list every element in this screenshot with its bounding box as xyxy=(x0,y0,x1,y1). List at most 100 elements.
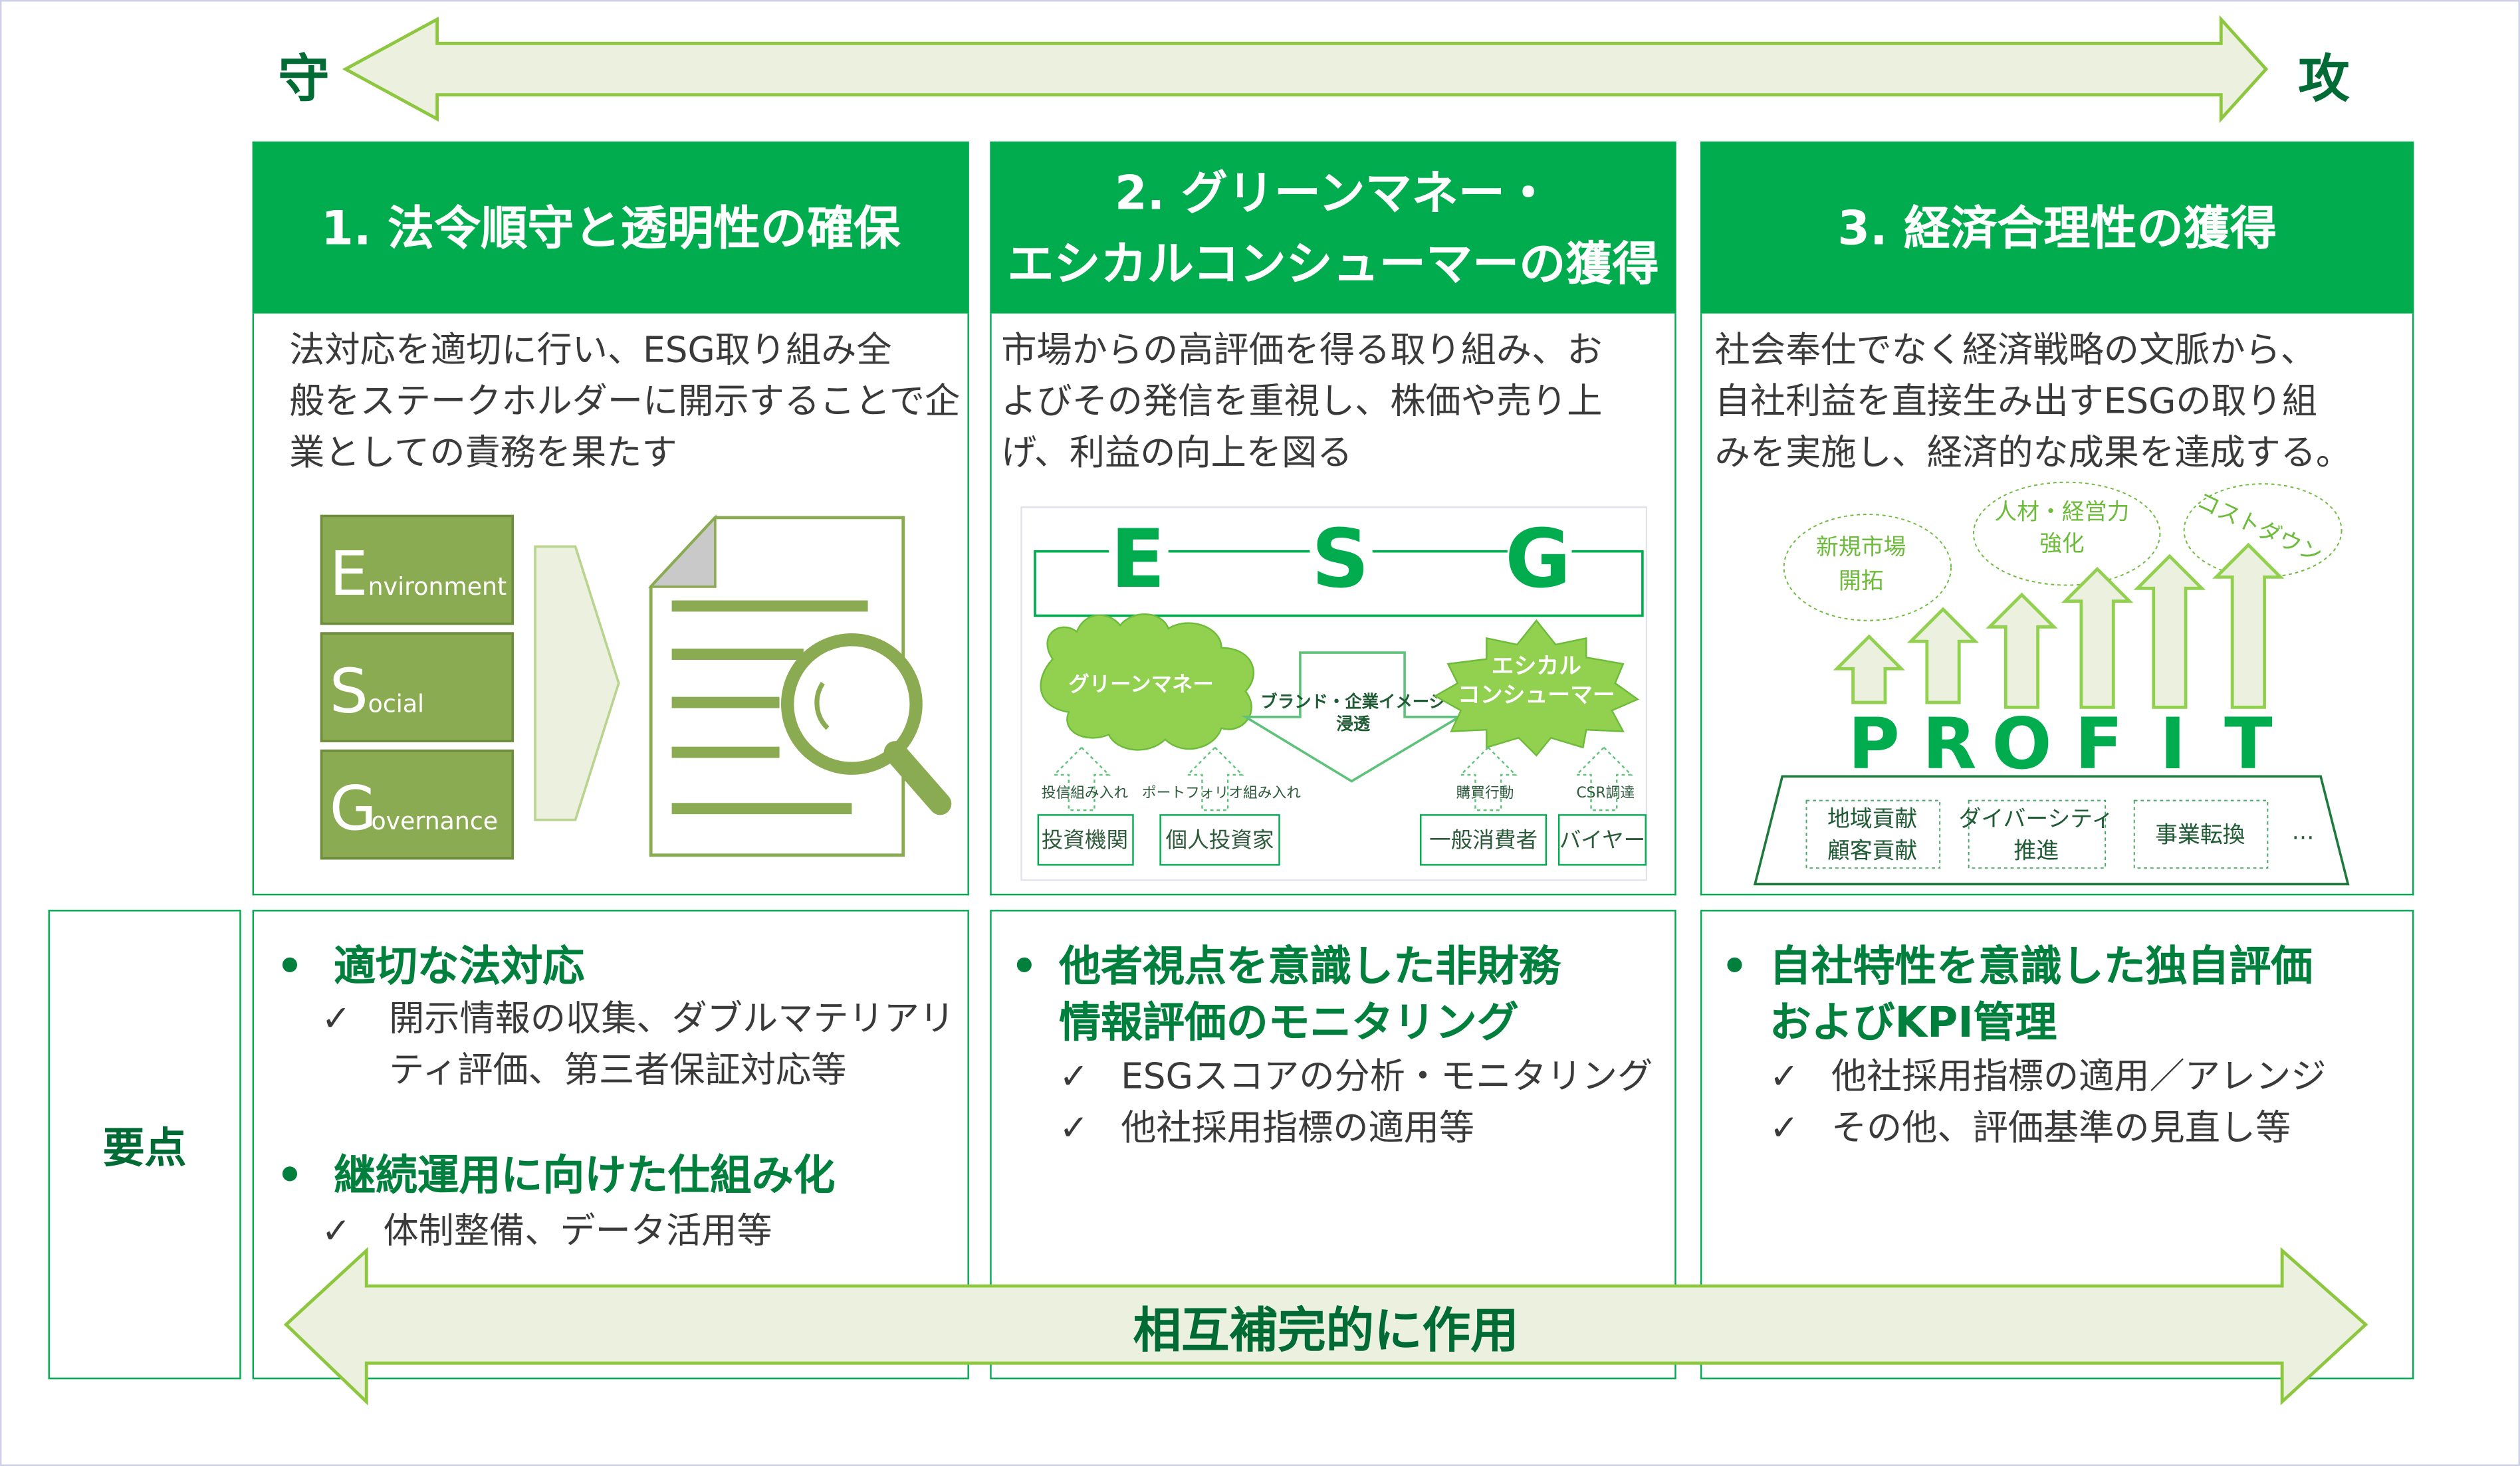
foundation-label: ダイバーシティ xyxy=(1958,805,2113,831)
description-line: げ、利益の向上を図る xyxy=(1001,434,1353,474)
mutual-complement-label: 相互補完的に作用 xyxy=(1133,1303,1519,1360)
bullet-heading: • xyxy=(1010,943,1038,992)
bullet-heading-line: 他者視点を意識した非財務 xyxy=(1059,943,1561,992)
check-item-line: 体制整備、データ活用等 xyxy=(383,1211,772,1253)
column-body-compliance: 法対応を適切に行い、ESG取り組み全 般をステークホルダーに開示することで企 業… xyxy=(252,313,969,896)
esg-letter-g: G xyxy=(1505,512,1571,606)
description-line: 市場からの高評価を得る取り組み、お xyxy=(1001,331,1603,371)
ethical-consumer-label: コンシューマー xyxy=(1458,682,1615,708)
profit-letter: T xyxy=(2224,703,2273,785)
up-arrow-icon xyxy=(1986,592,2058,709)
attack-label: 攻 xyxy=(2298,48,2350,110)
check-item: ✓ 体制整備、データ活用等 xyxy=(322,1207,772,1259)
key-points-compliance: • 適切な法対応 ✓ 開示情報の収集、ダブルマテリアリ ティ評価、第三者保証対応… xyxy=(252,910,969,1380)
actor-label: 投資機関 xyxy=(1042,827,1128,853)
key-points-green-money: • 他者視点を意識した非財務 情報評価のモニタリング ✓ ESGスコアの分析・モニ… xyxy=(990,910,1676,1380)
description-line: よびその発信を重視し、株価や売り上 xyxy=(1001,382,1603,423)
flow-arrows xyxy=(1052,746,1633,811)
up-arrow-icon xyxy=(1906,607,1980,704)
actor-label: バイヤー xyxy=(1559,827,1645,853)
flow-label: 購買行動 xyxy=(1456,785,1514,801)
defend-attack-arrow xyxy=(342,15,2269,124)
column-description: 社会奉仕でなく経済戦略の文脈から、 自社利益を直接生み出すESGの取り組 みを実… xyxy=(1715,326,2351,480)
check-item: ✓ 他社採用指標の適用等 xyxy=(1059,1104,1474,1156)
check-icon: ✓ xyxy=(1059,1057,1089,1099)
column-title: 1. 法令順守と透明性の確保 xyxy=(321,200,901,255)
description-line: 業としての責務を果たす xyxy=(289,434,677,474)
foundation-box xyxy=(1968,799,2107,869)
bullet-heading-text: 他者視点を意識した非財務 情報評価のモニタリング xyxy=(1059,940,1560,1053)
bullet-heading-line: およびKPI管理 xyxy=(1769,999,2057,1049)
up-arrow-icon xyxy=(2212,542,2285,709)
foundation-label: 推進 xyxy=(2013,838,2059,864)
dashed-up-arrow-icon xyxy=(1458,746,1518,811)
bullet-heading: • xyxy=(1721,943,1748,992)
bullet-heading-text: 適切な法対応 xyxy=(334,943,585,992)
check-icon: ✓ xyxy=(1059,1109,1089,1150)
cloud-label: 人材・経営力 xyxy=(1994,498,2129,524)
profit-letter: F xyxy=(2075,703,2123,785)
actor-box xyxy=(1557,814,1647,866)
description-line: 社会奉仕でなく経済戦略の文脈から、 xyxy=(1714,331,2316,371)
cloud-icon xyxy=(1783,514,1952,621)
column-title: エシカルコンシューマーの獲得 xyxy=(1007,235,1659,290)
ethical-consumer-burst: エシカル コンシューマー xyxy=(1433,619,1640,757)
foundation-label: 顧客貢献 xyxy=(1827,838,1917,864)
actor-box xyxy=(1037,814,1134,866)
description-line: 般をステークホルダーに開示することで企 xyxy=(289,382,961,423)
esg-letter-s: S xyxy=(1312,512,1369,606)
actor-box xyxy=(1420,814,1547,866)
cloud-label: 開拓 xyxy=(1839,568,1884,593)
check-icon: ✓ xyxy=(321,999,352,1041)
actor-box xyxy=(1159,814,1280,866)
ethical-consumer-label: エシカル xyxy=(1492,653,1581,679)
foundation-box xyxy=(2133,799,2269,869)
profit-letter: I xyxy=(2160,703,2186,785)
check-icon: ✓ xyxy=(321,1211,352,1253)
esg-banner: E S G xyxy=(1034,512,1644,617)
green-money-diagram: E S G グリーンマネー ブランド・企業イメージ 浸透 エシカル コンシューマ… xyxy=(1020,506,1648,881)
green-money-cloud: グリーンマネー xyxy=(1040,613,1255,751)
check-item-text: 開示情報の収集、ダブルマテリアリ ティ評価、第三者保証対応等 xyxy=(389,995,955,1098)
up-arrow-icon xyxy=(1833,634,1905,704)
column-title: 3. 経済合理性の獲得 xyxy=(1837,200,2277,255)
bullet-heading-line: 自社特性を意識した独自評価 xyxy=(1769,943,2313,992)
flow-label: CSR調達 xyxy=(1576,785,1635,801)
cloud-icon xyxy=(1972,481,2161,586)
bullet-heading: • 適切な法対応 xyxy=(276,943,585,992)
foundation-box xyxy=(1805,799,1941,869)
check-item-line: 他社採用指標の適用等 xyxy=(1121,1109,1475,1150)
check-item: ✓ ESGスコアの分析・モニタリング xyxy=(1059,1053,1653,1104)
growth-arrows xyxy=(1833,542,2285,709)
foundation-trapezoid xyxy=(1753,775,2350,886)
foundation-label: 地域貢献 xyxy=(1827,805,1917,831)
cloud-label: 強化 xyxy=(2039,531,2085,557)
key-points-economic: • 自社特性を意識した独自評価 およびKPI管理 ✓他社採用指標の適用／アレンジ… xyxy=(1700,910,2414,1380)
up-arrow-icon xyxy=(2061,566,2134,709)
check-item-line: ESGスコアの分析・モニタリング xyxy=(1121,1057,1653,1099)
ellipsis: … xyxy=(2292,819,2315,845)
bullet-heading: • 継続運用に向けた仕組み化 xyxy=(276,1152,836,1201)
profit-diagram: 新規市場 開拓 人材・経営力 強化 コストダウン P R O F I T xyxy=(1753,481,2350,886)
bullet-heading-text: 継続運用に向けた仕組み化 xyxy=(334,1152,836,1201)
brand-image-down-arrow: ブランド・企業イメージ 浸透 xyxy=(1241,651,1464,783)
description-line: みを実施し、経済的な成果を達成する。 xyxy=(1714,434,2352,474)
foundation-label: 事業転換 xyxy=(2155,821,2245,847)
check-item: ✓他社採用指標の適用／アレンジ xyxy=(1770,1053,2327,1104)
column-header-green-money: 2. グリーンマネー・ エシカルコンシューマーの獲得 xyxy=(990,141,1676,314)
bullet-heading-text: 自社特性を意識した独自評価 およびKPI管理 xyxy=(1770,940,2313,1053)
profit-letter: O xyxy=(1992,703,2051,785)
cloud-label: 新規市場 xyxy=(1816,534,1906,560)
check-item-line: その他、評価基準の見直し等 xyxy=(1831,1109,2291,1150)
check-item: ✓ その他、評価基準の見直し等 xyxy=(1770,1104,2291,1156)
column-header-economic: 3. 経済合理性の獲得 xyxy=(1700,141,2414,314)
column-header-compliance: 1. 法令順守と透明性の確保 xyxy=(252,141,969,314)
bullet-heading-line: 情報評価のモニタリング xyxy=(1059,999,1519,1049)
check-item-line: 他社採用指標の適用／アレンジ xyxy=(1831,1057,2327,1099)
check-item: ✓ xyxy=(322,995,352,1046)
check-icon: ✓ xyxy=(1769,1109,1799,1150)
profit-letter: P xyxy=(1848,703,1900,785)
column-body-green-money: 市場からの高評価を得る取り組み、お よびその発信を重視し、株価や売り上 げ、利益… xyxy=(990,313,1676,896)
summary-label-box: 要点 xyxy=(48,910,241,1380)
up-arrow-icon xyxy=(2133,554,2206,709)
